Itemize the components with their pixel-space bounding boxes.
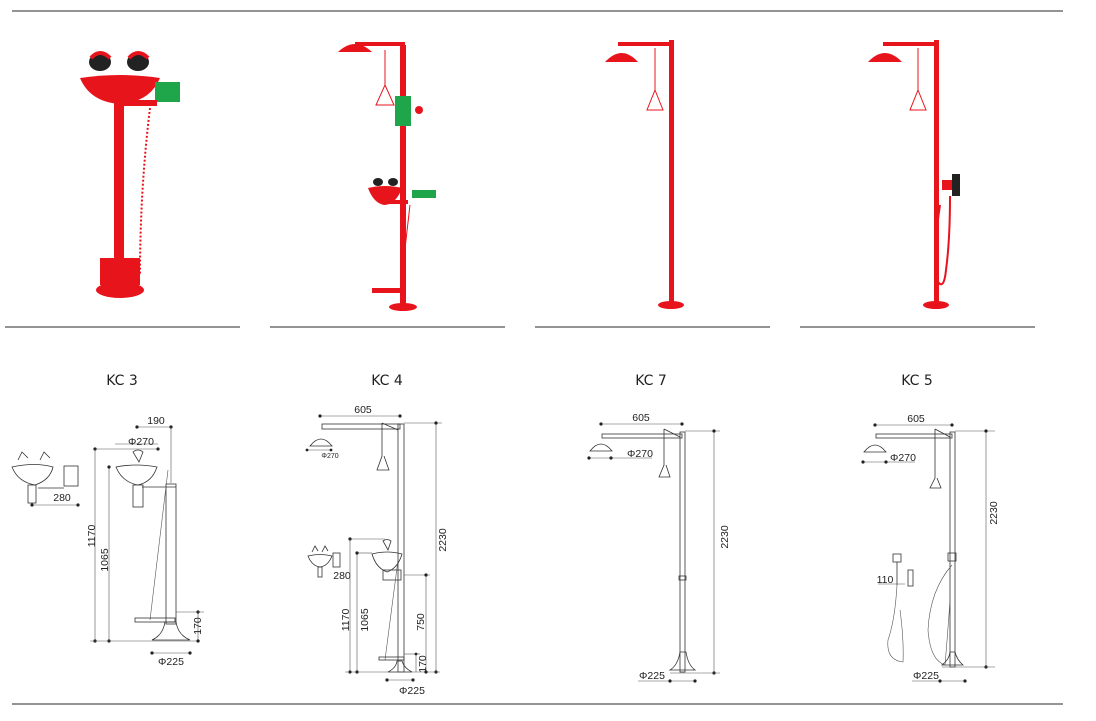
- dim-kc3-280: 280: [53, 492, 71, 504]
- dim-kc4-2230: 2230: [437, 528, 449, 552]
- technical-drawing-kc5: 605 Φ270 2230 110 Φ225: [861, 413, 1000, 683]
- technical-drawing-kc7: 605 Φ270 2230 Φ225: [587, 412, 731, 683]
- dim-kc4-170: 170: [417, 655, 429, 673]
- dim-kc7-head-dia: Φ270: [627, 448, 653, 460]
- dim-kc3-1170: 1170: [86, 525, 98, 548]
- dim-kc5-head-dia: Φ270: [890, 452, 916, 464]
- dim-kc4-base-dia: Φ225: [399, 685, 425, 697]
- technical-drawing-kc3: 280 190 Φ270 1170 1065 170 Φ225: [11, 415, 204, 668]
- dim-kc3-1065: 1065: [99, 548, 111, 572]
- dim-kc4-605: 605: [354, 404, 372, 416]
- model-label-kc3: KC 3: [106, 373, 138, 389]
- product-image-kc7: [605, 40, 684, 309]
- product-image-kc3: [80, 51, 180, 298]
- dim-kc5-base-dia: Φ225: [913, 670, 939, 682]
- dim-kc3-bowl-dia: Φ270: [128, 436, 154, 448]
- dim-kc4-280: 280: [333, 570, 351, 582]
- dim-kc5-2230: 2230: [988, 501, 1000, 525]
- technical-drawing-kc4: 605 Φ270 2230 280 1170 1065 750 170: [305, 404, 449, 697]
- dim-kc3-190: 190: [147, 415, 165, 427]
- product-image-kc5: [868, 40, 960, 309]
- model-label-kc4: KC 4: [371, 373, 403, 389]
- dim-kc5-110: 110: [877, 574, 894, 586]
- dim-kc7-base-dia: Φ225: [639, 670, 665, 682]
- model-label-kc5: KC 5: [901, 373, 933, 389]
- dim-kc3-base-dia: Φ225: [158, 656, 184, 668]
- dim-kc4-750: 750: [415, 613, 427, 631]
- dim-kc4-1065: 1065: [359, 608, 371, 632]
- dim-kc4-1170: 1170: [340, 609, 352, 632]
- dim-kc7-2230: 2230: [719, 525, 731, 549]
- dim-kc3-170: 170: [192, 617, 204, 635]
- dim-kc7-605: 605: [632, 412, 650, 424]
- dim-kc5-605: 605: [907, 413, 925, 425]
- dim-kc4-head-dia: Φ270: [321, 453, 338, 460]
- product-image-kc4: [338, 42, 436, 311]
- model-label-kc7: KC 7: [635, 373, 667, 389]
